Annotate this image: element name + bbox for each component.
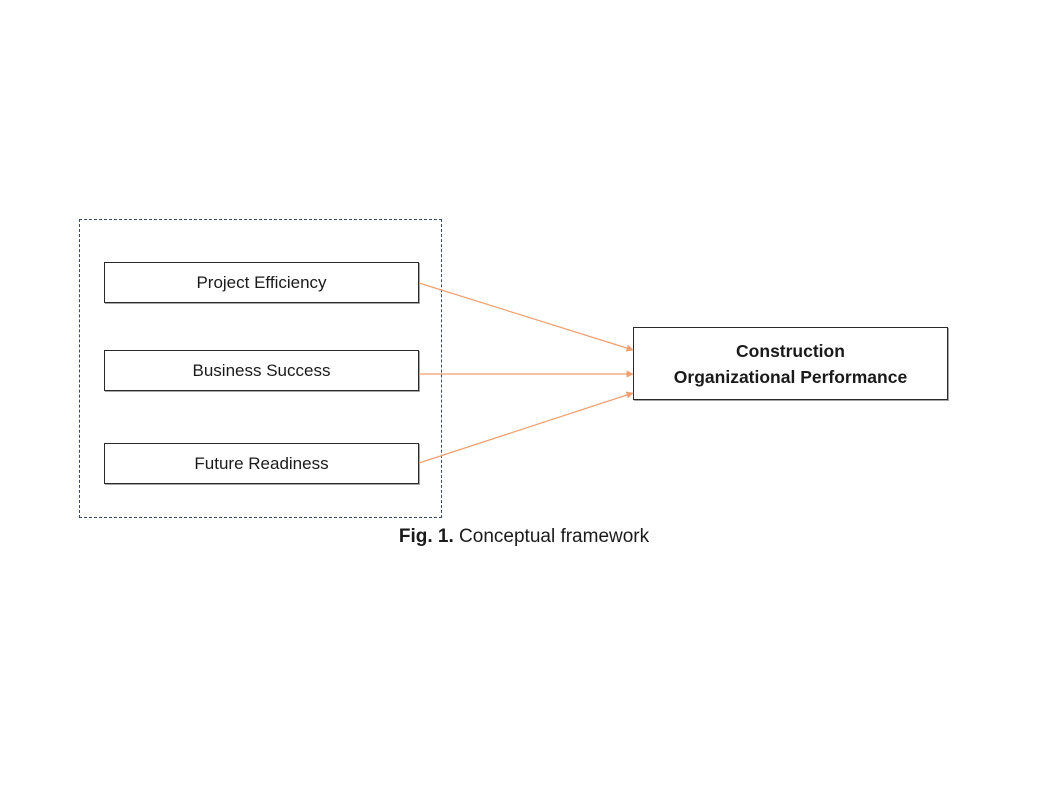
figure-caption: Fig. 1. Conceptual framework	[0, 526, 1048, 548]
node-label: Business Success	[192, 360, 331, 380]
node-business-success: Business Success	[104, 350, 419, 391]
output-label-line1: Construction	[736, 340, 845, 361]
arrow-project-to-performance	[418, 282, 634, 352]
input-group-dashed-box	[79, 219, 442, 518]
arrow-future-to-performance	[418, 391, 634, 464]
node-project-efficiency: Project Efficiency	[104, 262, 419, 303]
node-future-readiness: Future Readiness	[104, 443, 419, 484]
caption-figure-number: Fig. 1.	[398, 526, 454, 547]
caption-text: Conceptual framework	[459, 526, 650, 547]
node-label: Project Efficiency	[196, 272, 327, 292]
node-label: Future Readiness	[194, 453, 329, 473]
node-construction-organizational-performance: Construction Organizational Performance	[633, 327, 948, 400]
output-label-line2: Organizational Performance	[673, 366, 908, 387]
